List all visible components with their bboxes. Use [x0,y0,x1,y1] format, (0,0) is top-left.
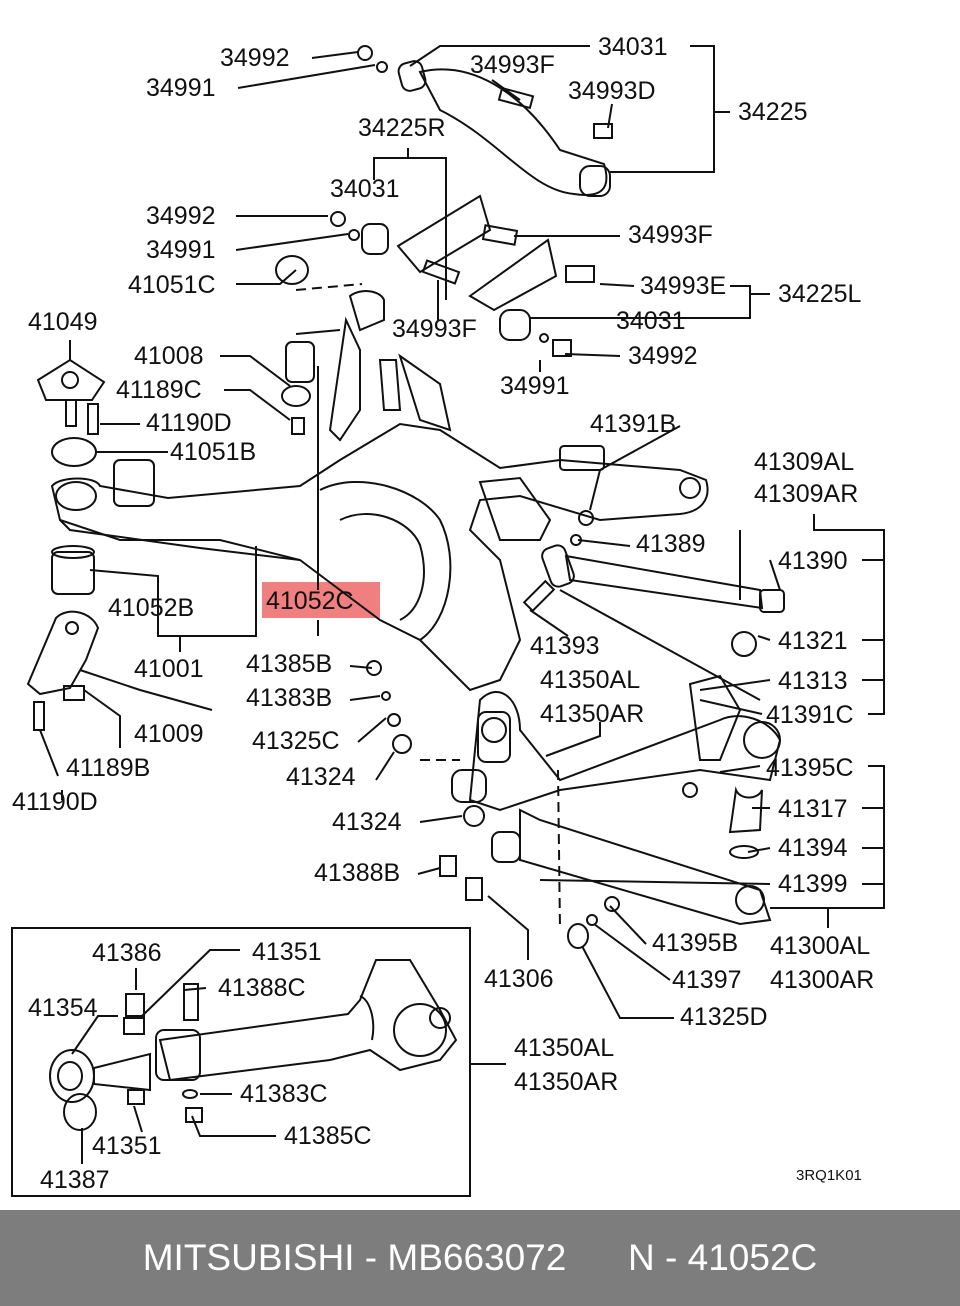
footer-callout: N - 41052C [628,1237,818,1278]
part-label-34992: 34992 [146,202,216,230]
part-label-41388c: 41388C [218,974,306,1002]
part-label-41391c: 41391C [766,701,854,729]
part-label-34991: 34991 [500,372,570,400]
diagram-artwork [11,45,885,1197]
part-label-41001: 41001 [134,655,204,683]
part-label-34031: 34031 [598,33,668,61]
part-label-41051b: 41051B [170,438,256,466]
part-label-34993f: 34993F [470,51,555,79]
part-label-34993d: 34993D [568,77,656,105]
part-label-34031: 34031 [616,307,686,335]
part-label-41394: 41394 [778,834,848,862]
part-label-41300ar: 41300AR [770,966,874,994]
part-label-41387: 41387 [40,1166,110,1194]
footer-brand: MITSUBISHI [142,1237,355,1278]
part-label-34225l: 34225L [778,280,862,308]
part-label-41350al: 41350AL [540,666,640,694]
part-label-34225r: 34225R [358,114,446,142]
part-label-41313: 41313 [778,667,848,695]
part-label-41190d: 41190D [146,409,232,437]
footer-separator: - [354,1237,388,1278]
part-label-41300al: 41300AL [770,932,870,960]
part-label-41391b: 41391B [590,410,676,438]
part-label-41052c: 41052C [266,587,354,615]
part-label-41350ar: 41350AR [514,1068,618,1096]
part-label-41009: 41009 [134,720,204,748]
part-label-41321: 41321 [778,627,848,655]
part-label-41383b: 41383B [246,684,332,712]
part-label-41309ar: 41309AR [754,480,858,508]
part-label-41390: 41390 [778,547,848,575]
part-label-41190d: 41190D [12,788,98,816]
part-label-41389: 41389 [636,530,706,558]
part-label-34992: 34992 [628,342,698,370]
part-label-41354: 41354 [28,994,98,1022]
part-label-34031: 34031 [330,175,400,203]
part-label-41008: 41008 [134,342,204,370]
part-label-34992: 34992 [220,44,290,72]
part-label-34991: 34991 [146,74,216,102]
part-label-41189b: 41189B [66,754,150,782]
part-label-41052b: 41052B [108,594,194,622]
part-label-41306: 41306 [484,965,554,993]
part-label-41325c: 41325C [252,727,340,755]
part-number-labels: 34992349913403134993F34993D3422534225R34… [12,33,874,1194]
part-label-41395c: 41395C [766,754,854,782]
part-label-41386: 41386 [92,939,162,967]
footer-part-number: MB663072 [387,1237,567,1278]
part-label-41309al: 41309AL [754,448,854,476]
part-label-41385b: 41385B [246,650,332,678]
exploded-parts-diagram: 34992349913403134993F34993D3422534225R34… [11,33,885,1197]
part-label-41397: 41397 [672,966,742,994]
part-label-41189c: 41189C [116,376,202,404]
footer-gap [566,1237,628,1279]
part-label-41351: 41351 [252,938,322,966]
part-label-41393: 41393 [530,632,600,660]
part-label-41350ar: 41350AR [540,700,644,728]
diagram-code: 3RQ1K01 [796,1167,862,1184]
part-label-41383c: 41383C [240,1080,328,1108]
part-label-34993e: 34993E [640,272,726,300]
part-label-41317: 41317 [778,795,848,823]
part-label-41350al: 41350AL [514,1034,614,1062]
highlight-box [262,582,380,618]
part-label-41395b: 41395B [652,929,738,957]
part-label-41051c: 41051C [128,271,216,299]
part-label-41324: 41324 [286,763,356,791]
part-label-34991: 34991 [146,236,216,264]
part-label-34993f: 34993F [392,315,477,343]
part-label-41388b: 41388B [314,859,400,887]
part-label-34993f: 34993F [628,221,713,249]
part-label-41324: 41324 [332,808,402,836]
part-label-41049: 41049 [28,308,98,336]
part-label-41351: 41351 [92,1132,162,1160]
part-label-41325d: 41325D [680,1003,768,1031]
part-label-41385c: 41385C [284,1122,372,1150]
part-label-41399: 41399 [778,870,848,898]
footer-bar: MITSUBISHI - MB663072 N - 41052C [0,1210,960,1306]
part-label-34225: 34225 [738,98,808,126]
